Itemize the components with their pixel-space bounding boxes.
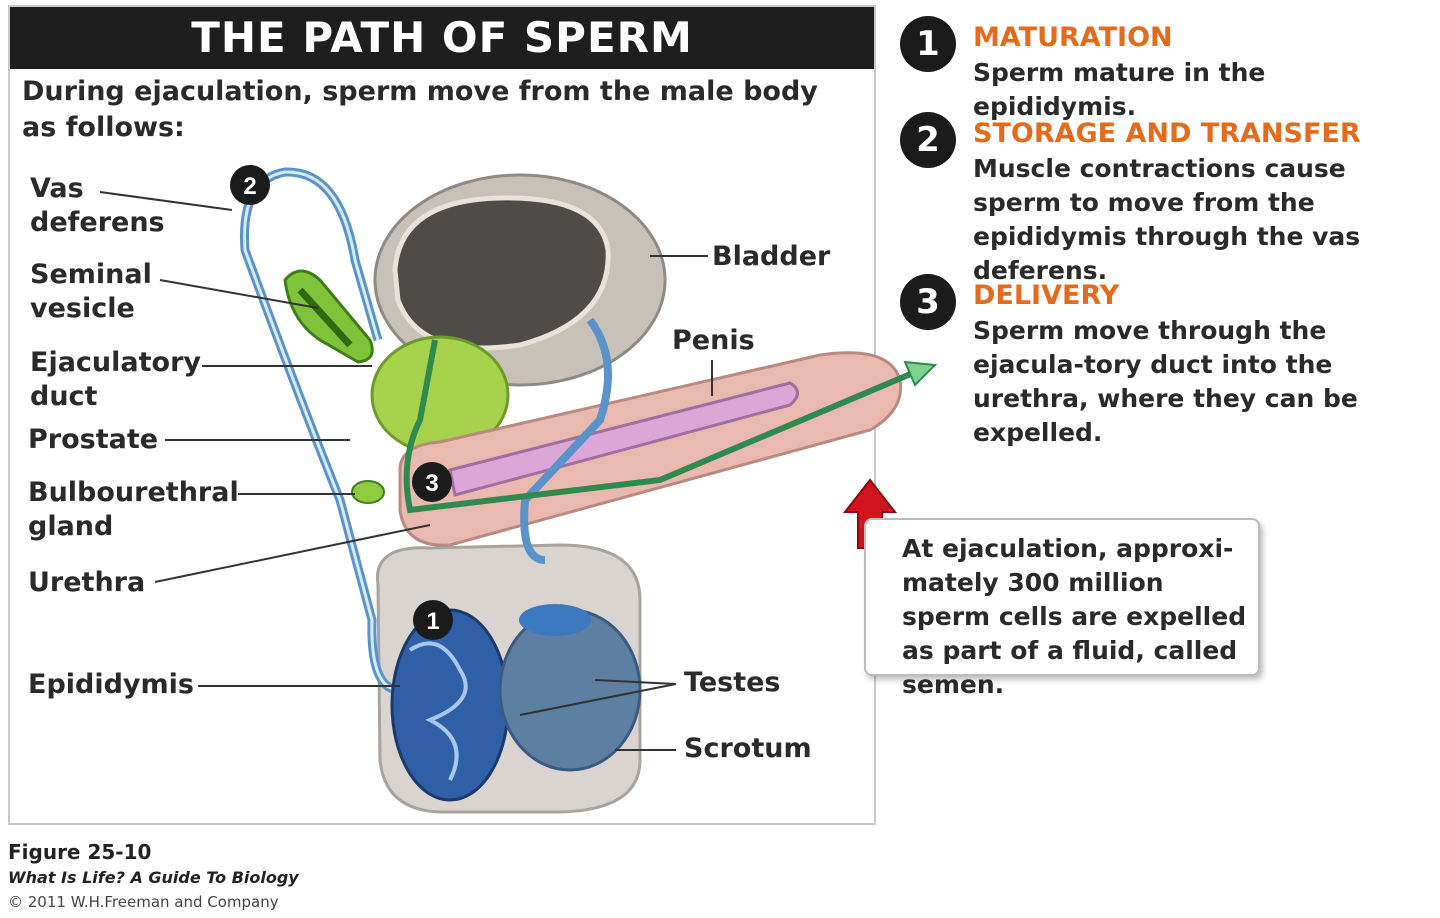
step-text: Sperm move through the ejacula-tory duct… [973,316,1358,447]
urethra-path [403,339,922,514]
bulbourethral-gland-shape [351,480,385,504]
label-prostate: Prostate [28,424,159,455]
label-bladder: Bladder [712,241,831,272]
callout-text: At ejaculation, approxi-mately 300 milli… [902,534,1247,699]
step-text: Sperm mature in the epididymis. [973,58,1266,121]
label-vas-deferens-2: deferens [30,207,165,238]
marker-2 [230,165,270,205]
label-ejaculatory-duct-2: duct [30,381,98,412]
marker-3 [412,462,452,502]
step-number-badge: 2 [900,112,956,168]
figure-number: Figure 25-10 [8,840,152,864]
vas-deferens-duct [240,167,401,695]
book-title: What Is Life? A Guide To Biology [8,868,299,887]
copyright: © 2011 W.H.Freeman and Company [8,893,279,911]
label-bulbourethral-1: Bulbourethral [28,477,239,508]
step-heading: DELIVERY [973,280,1120,311]
figure-title: THE PATH OF SPERM [10,7,874,69]
label-urethra: Urethra [28,567,146,598]
step-number-badge: 3 [900,274,956,330]
marker-2-text: 2 [243,173,256,200]
intro-text: During ejaculation, sperm move from the … [22,76,818,143]
step-heading: MATURATION [973,22,1173,53]
label-penis: Penis [672,325,755,356]
marker-1 [413,600,453,640]
ejaculation-callout: At ejaculation, approxi-mately 300 milli… [864,518,1260,699]
marker-3-text: 3 [425,470,438,497]
epididymis-shape [390,608,510,802]
label-seminal-vesicle-2: vesicle [30,293,135,324]
label-epididymis: Epididymis [28,669,194,700]
penis-corpus [448,381,799,497]
label-testes: Testes [684,667,781,698]
urethra-arrowhead [903,360,938,387]
label-seminal-vesicle-1: Seminal [30,259,152,290]
marker-1-text: 1 [426,608,439,635]
step-number-badge: 1 [900,16,956,72]
step-heading: STORAGE AND TRANSFER [973,118,1361,149]
label-scrotum: Scrotum [684,733,812,764]
vas-deferens-right [520,317,612,564]
step-text: Muscle contractions cause sperm to move … [973,154,1361,285]
label-vas-deferens-1: Vas [30,173,84,204]
label-ejaculatory-duct-1: Ejaculatory [30,347,201,378]
label-bulbourethral-2: gland [28,511,114,542]
